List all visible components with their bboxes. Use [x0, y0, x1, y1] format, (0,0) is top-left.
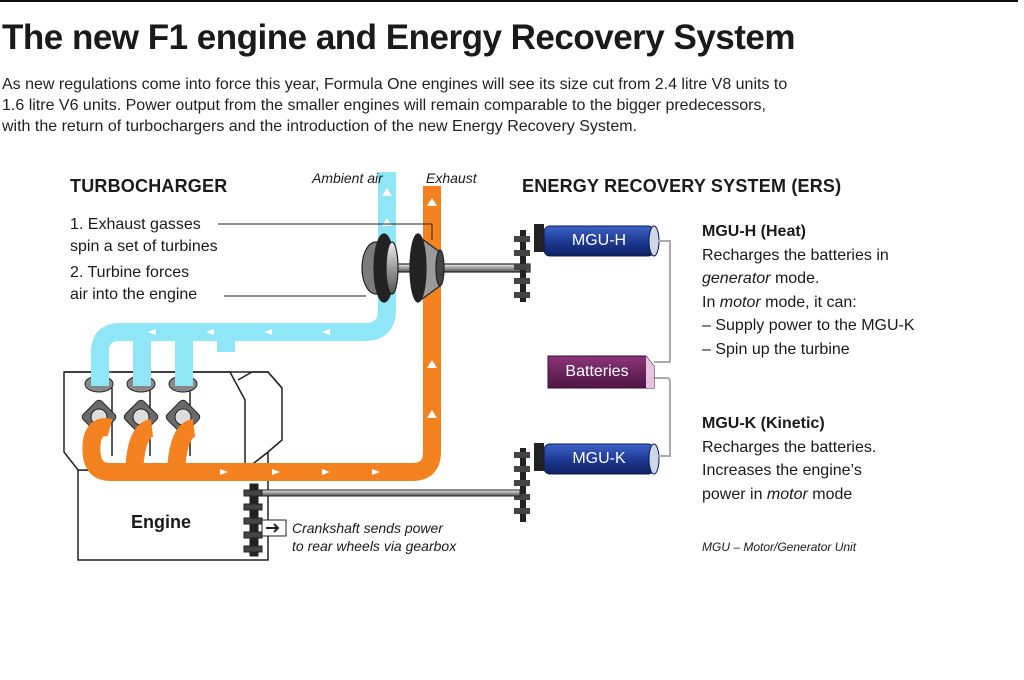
mgu-h-line-5: – Spin up the turbine — [702, 340, 850, 358]
mgu-h-line-4: – Supply power to the MGU-K — [702, 317, 915, 334]
engine-label: Engine — [130, 512, 191, 532]
flow-arrows — [148, 188, 437, 475]
wiring — [654, 240, 671, 457]
crankshaft-line-2: to rear wheels via gearbox — [292, 538, 457, 554]
motor-term: motor — [766, 485, 808, 503]
mgu-k-label: MGU-K — [572, 450, 626, 467]
air-pipe — [91, 172, 396, 386]
exhaust-pipe — [82, 186, 441, 481]
turbo-step-2-line-1: 2. Turbine forces — [70, 264, 190, 281]
turbocharger — [361, 233, 531, 304]
mgu-k-line-1: Recharges the batteries. — [702, 438, 877, 456]
mgu-h-line-3-pre: In — [702, 293, 720, 311]
page-title: The new F1 engine and Energy Recovery Sy… — [2, 18, 796, 57]
crankshaft-line-1: Crankshaft sends power — [292, 520, 443, 536]
turbo-step-2-line-2: air into the engine — [70, 286, 198, 303]
ambient-air-label: Ambient air — [312, 170, 383, 186]
ers-heading: ENERGY RECOVERY SYSTEM (ERS) — [522, 176, 842, 196]
motor-term: motor — [719, 293, 761, 311]
intro-text: As new regulations come into force this … — [2, 74, 1002, 137]
mgu-k-title: MGU-K (Kinetic) — [702, 415, 825, 432]
mgu-h-line-1: Recharges the batteries in — [702, 246, 889, 264]
mgu-k-line-3-rest: mode — [807, 485, 853, 503]
mgu-k-line-2: Increases the engine’s — [702, 462, 862, 479]
intro-line: 1.6 litre V6 units. Power output from th… — [2, 97, 766, 114]
mgu-k-line-3: power in motor mode — [702, 483, 876, 507]
mgu-h-line-3-rest: mode, it can: — [760, 293, 857, 311]
mgu-h-label: MGU-H — [571, 232, 627, 249]
mgu-h-unit — [514, 224, 660, 302]
mgu-h-line-2-rest: mode. — [770, 270, 820, 287]
mgu-footnote: MGU – Motor/Generator Unit — [702, 540, 857, 554]
turbo-step-1-line-1: 1. Exhaust gasses — [70, 216, 201, 233]
generator-term: generator — [702, 270, 771, 287]
top-rule — [0, 0, 1018, 2]
turbocharger-heading: TURBOCHARGER — [70, 176, 228, 196]
mgu-k-description: MGU-K (Kinetic) Recharges the batteries.… — [702, 412, 876, 506]
crankshaft — [243, 483, 521, 557]
batteries-unit — [547, 355, 655, 389]
mgu-h-description: MGU-H (Heat) Recharges the batteries in … — [702, 220, 915, 361]
mgu-h-title: MGU-H (Heat) — [702, 223, 806, 240]
mgu-h-line-3: In motor mode, it can: — [702, 291, 915, 315]
turbo-leaders — [218, 223, 433, 297]
intro-line: As new regulations come into force this … — [2, 76, 788, 93]
turbo-step-1-line-2: spin a set of turbines — [70, 238, 218, 255]
mgu-k-line-3-pre: power in — [702, 485, 767, 503]
mgu-h-line-2: generator mode. — [702, 267, 915, 291]
exhaust-label: Exhaust — [426, 170, 477, 186]
batteries-label: Batteries — [565, 363, 629, 380]
mgu-k-unit — [514, 443, 660, 522]
intro-line: with the return of turbochargers and the… — [2, 118, 637, 135]
